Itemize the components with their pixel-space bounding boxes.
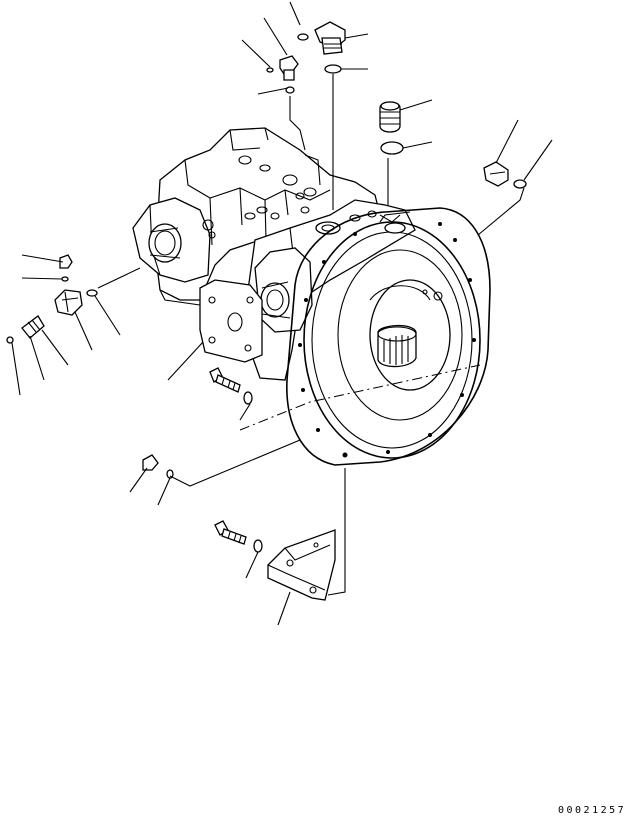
regulator-plate <box>160 280 262 362</box>
plug-right-top <box>380 102 400 132</box>
o-ring-top-medium <box>325 65 341 73</box>
washer-lower <box>254 540 262 552</box>
leader-lines <box>12 2 552 625</box>
plug-lower-left <box>143 455 158 470</box>
o-ring-left-tiny <box>62 277 68 281</box>
nipple-fitting-left <box>22 316 44 338</box>
plug-far-right <box>484 162 508 186</box>
o-ring-tiny-top <box>267 68 273 72</box>
mounting-bracket <box>268 530 335 600</box>
bolt-mid <box>210 368 240 392</box>
washer-mid <box>244 392 252 404</box>
elbow-fitting-top <box>315 22 345 54</box>
front-pump-cover <box>255 248 312 332</box>
o-ring-right-top <box>381 142 403 154</box>
bolt-lower <box>215 521 246 544</box>
o-ring-top-small <box>298 34 308 40</box>
o-ring-left-tee <box>87 290 97 296</box>
assembly-guide-lines <box>98 74 524 595</box>
elbow-fitting-small <box>280 56 298 80</box>
o-ring-left-far <box>7 337 13 343</box>
small-plug-left <box>60 255 72 268</box>
figure-code: 00021257 <box>558 805 627 816</box>
flywheel-housing <box>240 208 490 465</box>
tee-fitting-left <box>55 290 82 315</box>
left-pump-cover <box>133 198 215 282</box>
o-ring-far-right <box>514 180 526 188</box>
